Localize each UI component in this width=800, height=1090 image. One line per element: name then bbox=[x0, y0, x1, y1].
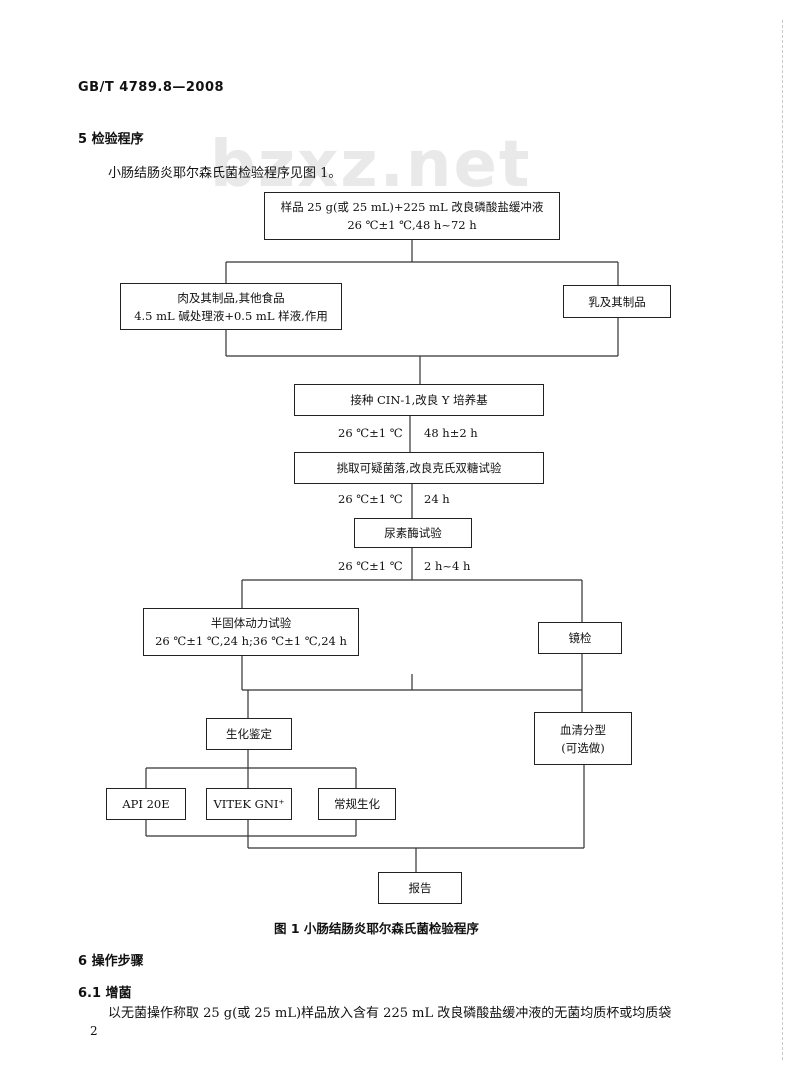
cond2-time: 24 h bbox=[424, 492, 450, 506]
cond3-temp: 26 ℃±1 ℃ bbox=[338, 559, 403, 573]
report-label: 报告 bbox=[408, 881, 432, 895]
flow-box-urease: 尿素酶试验 bbox=[354, 518, 472, 548]
meat-line1: 肉及其制品,其他食品 bbox=[177, 290, 285, 305]
flow-box-meat: 肉及其制品,其他食品 4.5 mL 碱处理液+0.5 mL 样液,作用 bbox=[120, 283, 342, 330]
cond2-temp: 26 ℃±1 ℃ bbox=[338, 492, 403, 506]
cond3-time: 2 h~4 h bbox=[424, 559, 471, 573]
flow-box-motility: 半固体动力试验 26 ℃±1 ℃,24 h;36 ℃±1 ℃,24 h bbox=[143, 608, 359, 656]
flow-box-inoculate: 接种 CIN-1,改良 Y 培养基 bbox=[294, 384, 544, 416]
section-6-heading: 6 操作步骤 bbox=[78, 954, 144, 969]
standard-number-header: GB/T 4789.8—2008 bbox=[78, 80, 225, 95]
page-number: 2 bbox=[90, 1024, 98, 1038]
meat-line2: 4.5 mL 碱处理液+0.5 mL 样液,作用 bbox=[134, 308, 328, 323]
motility-line2: 26 ℃±1 ℃,24 h;36 ℃±1 ℃,24 h bbox=[155, 634, 347, 648]
serotype-line1: 血清分型 bbox=[560, 722, 606, 737]
section-6-1-heading: 6.1 增菌 bbox=[78, 986, 132, 1001]
sample-line2: 26 ℃±1 ℃,48 h~72 h bbox=[347, 218, 477, 232]
microscopy-label: 镜检 bbox=[568, 631, 592, 645]
api-label: API 20E bbox=[122, 797, 170, 811]
connector-to-biochem-serotype bbox=[247, 690, 583, 718]
figure-caption: 图 1 小肠结肠炎耶尔森氏菌检验程序 bbox=[274, 921, 479, 936]
connector-sample-split bbox=[225, 240, 619, 285]
connector-merge-second bbox=[241, 654, 583, 691]
biochem-label: 生化鉴定 bbox=[226, 727, 272, 741]
section-5-intro: 小肠结肠炎耶尔森氏菌检验程序见图 1。 bbox=[108, 166, 342, 181]
serotype-line2: (可选做) bbox=[561, 740, 605, 755]
motility-line1: 半固体动力试验 bbox=[210, 616, 292, 630]
flow-box-serotype: 血清分型 (可选做) bbox=[534, 712, 632, 765]
flow-box-sample: 样品 25 g(或 25 mL)+225 mL 改良磷酸盐缓冲液 26 ℃±1 … bbox=[264, 192, 560, 240]
sample-line1: 样品 25 g(或 25 mL)+225 mL 改良磷酸盐缓冲液 bbox=[280, 200, 544, 214]
milk-label: 乳及其制品 bbox=[588, 294, 646, 309]
flow-box-api: API 20E bbox=[106, 788, 186, 820]
connector-biochem-three bbox=[145, 750, 357, 788]
flow-box-microscopy: 镜检 bbox=[538, 622, 622, 654]
flow-box-biochem: 生化鉴定 bbox=[206, 718, 292, 750]
flow-box-pick: 挑取可疑菌落,改良克氏双糖试验 bbox=[294, 452, 544, 484]
urease-label: 尿素酶试验 bbox=[384, 526, 442, 540]
inoculate-label: 接种 CIN-1,改良 Y 培养基 bbox=[350, 393, 488, 407]
connector-urease-split bbox=[241, 548, 583, 622]
flow-box-report: 报告 bbox=[378, 872, 462, 904]
cond1-time: 48 h±2 h bbox=[424, 426, 478, 440]
cond1-temp: 26 ℃±1 ℃ bbox=[338, 426, 403, 440]
routine-label: 常规生化 bbox=[334, 797, 380, 811]
flow-box-milk: 乳及其制品 bbox=[563, 285, 671, 318]
flow-box-routine: 常规生化 bbox=[318, 788, 396, 820]
flow-box-vitek: VITEK GNI⁺ bbox=[206, 788, 292, 820]
section-5-heading: 5 检验程序 bbox=[78, 132, 144, 147]
section-6-1-text: 以无菌操作称取 25 g(或 25 mL)样品放入含有 225 mL 改良磷酸盐… bbox=[108, 1006, 672, 1021]
vitek-label: VITEK GNI⁺ bbox=[213, 797, 285, 811]
connector-merge-inoculate bbox=[225, 318, 619, 384]
connector-three-report bbox=[145, 765, 585, 872]
pick-label: 挑取可疑菌落,改良克氏双糖试验 bbox=[336, 461, 502, 475]
watermark: bzxz.net bbox=[210, 128, 532, 202]
page-edge-scan-mark bbox=[782, 20, 785, 1060]
